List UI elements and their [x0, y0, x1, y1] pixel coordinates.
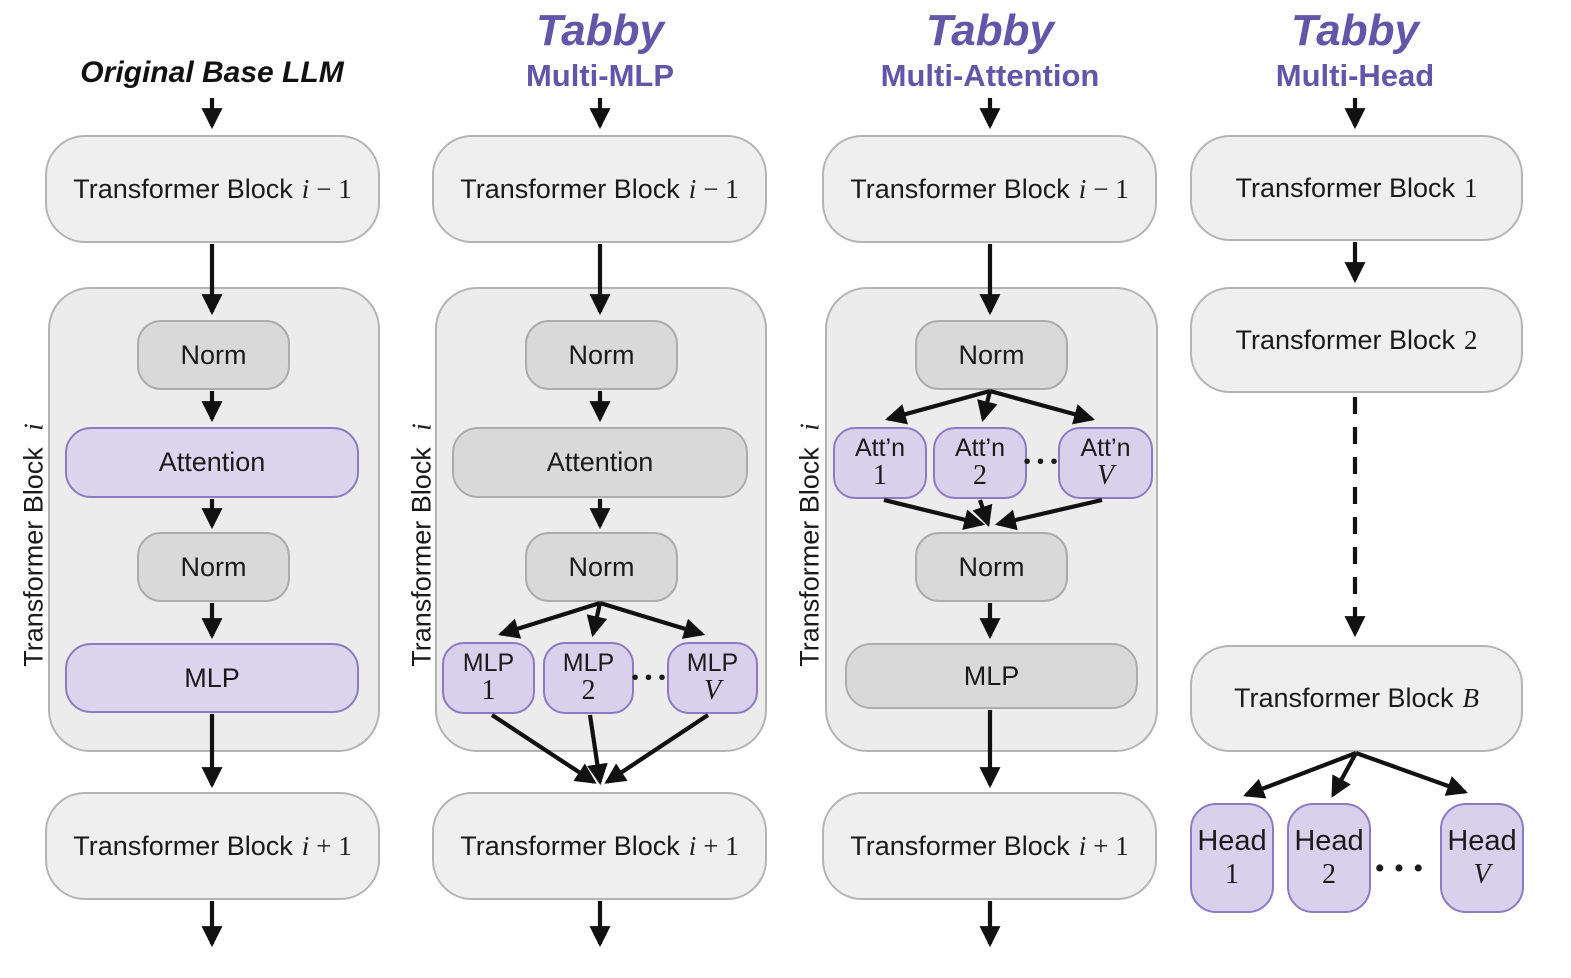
attn-2-box: Att’n 2: [933, 427, 1027, 499]
column-subtitle-multi-mlp: Multi-MLP: [525, 58, 675, 93]
mlp-box: MLP: [845, 643, 1138, 709]
attention-box: Attention: [452, 427, 748, 498]
mlp-2-box: MLP 2: [543, 642, 634, 714]
attn-v-box: Att’n V: [1058, 427, 1153, 499]
block-transformer-i-minus-1: Transformer Block i − 1: [45, 135, 380, 243]
attention-box: Attention: [65, 427, 359, 498]
side-label-transformer-block-i: Transformer Block i: [406, 423, 437, 667]
norm-box: Norm: [137, 320, 290, 390]
column-title-original-base-llm: Original Base LLM: [80, 56, 344, 89]
ellipsis-dots: ···: [1373, 845, 1431, 891]
arrow-fanout-left: [1243, 751, 1357, 799]
head-1-box: Head 1: [1190, 803, 1274, 913]
column-subtitle-multi-attention: Multi-Attention: [880, 58, 1100, 93]
norm-box: Norm: [525, 320, 678, 390]
norm-box: Norm: [525, 532, 678, 602]
block-transformer-1: Transformer Block 1: [1190, 135, 1523, 241]
column-subtitle-multi-head: Multi-Head: [1275, 58, 1435, 93]
block-transformer-i-plus-1: Transformer Block i + 1: [432, 792, 767, 900]
head-2-box: Head 2: [1287, 803, 1371, 913]
norm-box: Norm: [137, 532, 290, 602]
norm-box: Norm: [915, 320, 1068, 390]
brand-title-tabby: Tabby: [1291, 6, 1419, 55]
ellipsis-dots: ···: [1021, 444, 1063, 480]
head-v-box: Head V: [1440, 803, 1524, 913]
mlp-box: MLP: [65, 643, 359, 713]
arrow-fanout-mid: [1331, 751, 1358, 798]
mlp-v-box: MLP V: [667, 642, 758, 714]
attn-1-box: Att’n 1: [833, 427, 927, 499]
side-label-transformer-block-i: Transformer Block i: [794, 423, 825, 667]
mlp-1-box: MLP 1: [442, 642, 535, 714]
block-transformer-i-plus-1: Transformer Block i + 1: [45, 792, 380, 900]
block-transformer-i-minus-1: Transformer Block i − 1: [822, 135, 1157, 243]
block-transformer-i-minus-1: Transformer Block i − 1: [432, 135, 767, 243]
block-transformer-i-plus-1: Transformer Block i + 1: [822, 792, 1157, 900]
block-transformer-2: Transformer Block 2: [1190, 287, 1523, 393]
brand-title-tabby: Tabby: [926, 6, 1054, 55]
block-transformer-b: Transformer Block B: [1190, 645, 1523, 752]
brand-title-tabby: Tabby: [536, 6, 664, 55]
ellipsis-dots: ···: [629, 660, 671, 696]
side-label-transformer-block-i: Transformer Block i: [18, 423, 49, 667]
arrow-fanout-right: [1355, 751, 1468, 796]
norm-box: Norm: [915, 532, 1068, 602]
